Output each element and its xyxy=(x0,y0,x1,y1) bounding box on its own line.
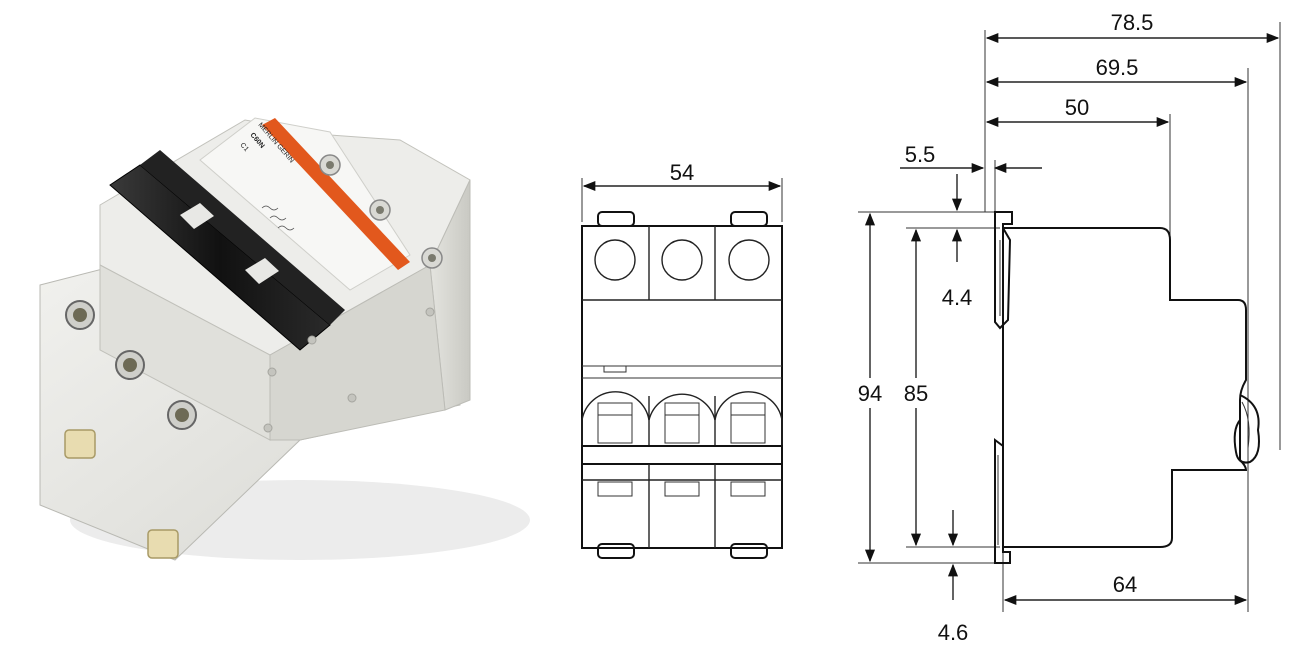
height-body-label: 85 xyxy=(904,381,928,406)
depth-body-label: 69.5 xyxy=(1096,55,1139,80)
top-clip-label: 4.4 xyxy=(942,285,973,310)
bottom-clip-label: 4.6 xyxy=(938,620,969,645)
depth-total-label: 78.5 xyxy=(1111,10,1154,35)
label-plate xyxy=(199,117,411,291)
side-profile-outline xyxy=(1002,227,1248,548)
front-view-drawing: 54 xyxy=(581,160,783,559)
rating-text: C1 xyxy=(238,142,249,153)
base-depth-label: 64 xyxy=(1113,572,1137,597)
front-body-outline xyxy=(581,225,783,549)
rail-offset-label: 5.5 xyxy=(905,142,936,167)
top-terminal-screws xyxy=(319,154,443,269)
side-view-drawing: 78.5 69.5 50 5.5 94 85 4.4 4.6 xyxy=(850,10,1281,645)
orange-stripe xyxy=(262,118,410,270)
bottom-terminal-screws xyxy=(65,300,197,430)
height-total-label: 94 xyxy=(858,381,882,406)
front-width-label: 54 xyxy=(670,160,694,185)
depth-front-label: 50 xyxy=(1065,95,1089,120)
breaker-photo: MERLIN GERIN C60N C1 xyxy=(39,117,530,561)
din-clips xyxy=(64,429,179,559)
